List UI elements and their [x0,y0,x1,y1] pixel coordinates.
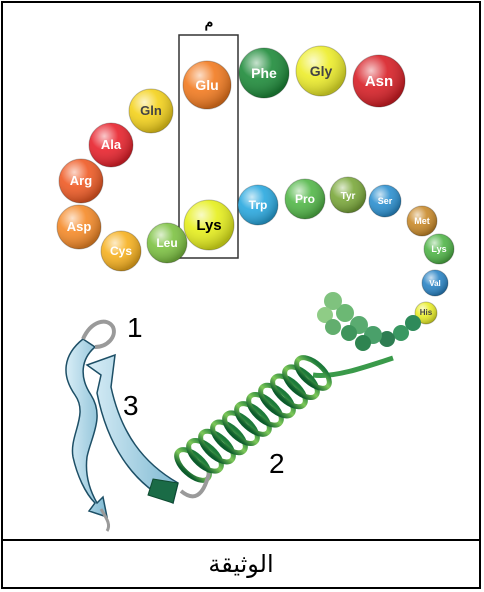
amino-acid-label: Arg [70,173,92,188]
amino-acid-lys-16: Lys [424,234,454,264]
amino-acid-asn-7: Asn [353,55,405,107]
amino-acid-label: His [420,308,433,317]
amino-acid-gln-3: Gln [129,89,173,133]
amino-acid-cys-8: Cys [101,231,141,271]
amino-acid-label: Cys [110,244,132,258]
document-caption: الوثيقة [3,541,479,587]
amino-acid-label: Ala [101,137,122,152]
amino-acid-label: Asp [67,219,92,234]
amino-acid-label: Met [414,216,430,226]
amino-acid-gly-6: Gly [296,46,346,96]
amino-acid-asp-0: Asp [57,205,101,249]
amino-acid-met-15: Met [407,206,437,236]
amino-acid-ser-14: Ser [369,185,401,217]
amino-acid-pro-12: Pro [285,179,325,219]
amino-acid-label: Leu [156,236,177,250]
amino-acid-label: Pro [295,192,315,206]
amino-acid-label: Ser [378,196,393,206]
highlight-box-label: م [205,14,214,31]
amino-acid-label: Trp [249,198,268,212]
amino-acid-tyr-13: Tyr [330,177,366,213]
amino-acid-label: Gly [310,63,333,79]
amino-acid-phe-5: Phe [239,48,289,98]
amino-acid-label: Lys [196,217,221,234]
amino-acid-label: Phe [251,65,277,81]
amino-acid-label: Val [429,279,441,288]
label-1: 1 [127,312,143,343]
amino-acid-label: Glu [195,77,218,93]
bead-chain [317,292,421,351]
amino-acid-label: Tyr [341,191,356,202]
amino-acid-label: Lys [431,244,446,254]
label-3: 3 [123,390,139,421]
amino-acid-leu-9: Leu [147,223,187,263]
amino-acid-trp-11: Trp [238,185,278,225]
amino-acid-lys-10: Lys [184,200,234,250]
amino-acid-ala-2: Ala [89,123,133,167]
amino-acid-arg-1: Arg [59,159,103,203]
amino-acid-val-17: Val [422,270,448,296]
amino-acid-glu-4: Glu [183,61,231,109]
label-2: 2 [269,448,285,479]
amino-acid-label: Asn [365,73,393,90]
amino-acid-label: Gln [140,103,162,118]
